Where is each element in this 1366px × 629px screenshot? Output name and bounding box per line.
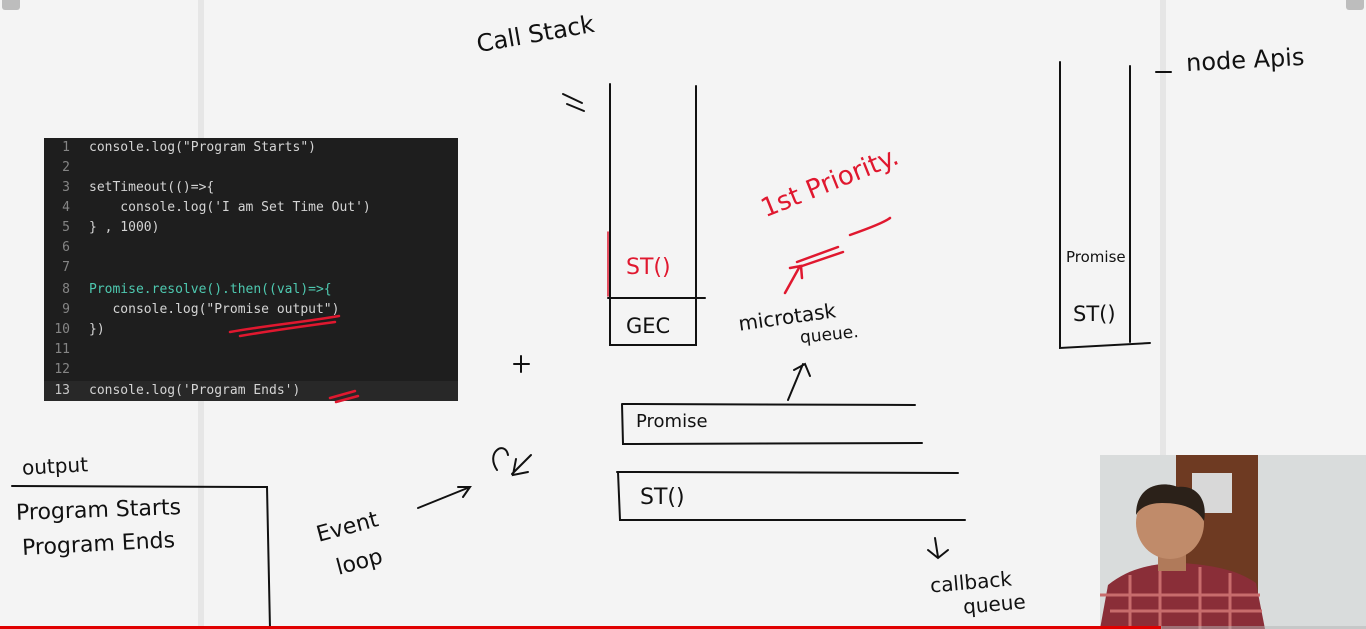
callback-arrow — [927, 537, 949, 560]
code-line: 2 — [62, 160, 70, 175]
webcam-overlay — [1100, 455, 1366, 629]
node-apis-item-promise: Promise — [1066, 248, 1126, 266]
code-text: console.log('I am Set Time Out') — [89, 200, 371, 215]
call-stack-container — [609, 83, 697, 346]
code-line: 11 — [54, 342, 70, 357]
callback-queue — [616, 471, 966, 521]
code-line: 10}) — [44, 320, 458, 340]
microtask-queue — [621, 403, 923, 446]
node-apis-item-settimeout: ST() — [1073, 302, 1116, 326]
code-text: } , 1000) — [89, 220, 160, 235]
call-stack-item-settimeout: ST() — [626, 255, 671, 280]
priority-arrow — [783, 264, 804, 295]
event-loop-circle-right — [511, 454, 532, 477]
call-stack-pointer — [562, 93, 585, 112]
callback-queue-item: ST() — [640, 485, 685, 510]
microtask-arrow — [787, 362, 811, 401]
code-text: }) — [89, 322, 105, 337]
call-stack-item-gec: GEC — [626, 314, 671, 338]
corner-icon-left — [2, 0, 20, 10]
code-text: console.log('Program Ends') — [89, 383, 301, 398]
output-label: output — [21, 452, 89, 480]
event-loop-arrow — [417, 486, 472, 509]
node-apis-container — [1059, 61, 1151, 350]
code-line: 7 — [62, 260, 70, 275]
code-line: 9 console.log("Promise output") — [44, 300, 458, 320]
microtask-queue-item: Promise — [636, 411, 708, 432]
background-band-right — [1160, 0, 1166, 629]
presenter-avatar — [1100, 484, 1265, 629]
corner-icon-right — [1346, 0, 1364, 10]
event-loop-circle-left — [492, 447, 509, 471]
underline-promise-output — [228, 314, 341, 334]
output-box — [11, 485, 271, 629]
video-progress-fill[interactable] — [0, 626, 1162, 629]
cursor-plus — [513, 355, 530, 373]
code-text: console.log("Program Starts") — [89, 140, 316, 155]
code-line: 12 — [54, 362, 70, 377]
code-text: setTimeout(()=>{ — [89, 180, 215, 195]
code-line: 6 — [62, 240, 70, 255]
code-text: Promise.resolve().then((val)=>{ — [89, 282, 332, 297]
code-line: 5} , 1000) — [44, 218, 458, 238]
strike-program-ends — [328, 389, 360, 404]
code-line: 4 console.log('I am Set Time Out') — [44, 198, 458, 218]
code-text: console.log("Promise output") — [89, 302, 340, 317]
